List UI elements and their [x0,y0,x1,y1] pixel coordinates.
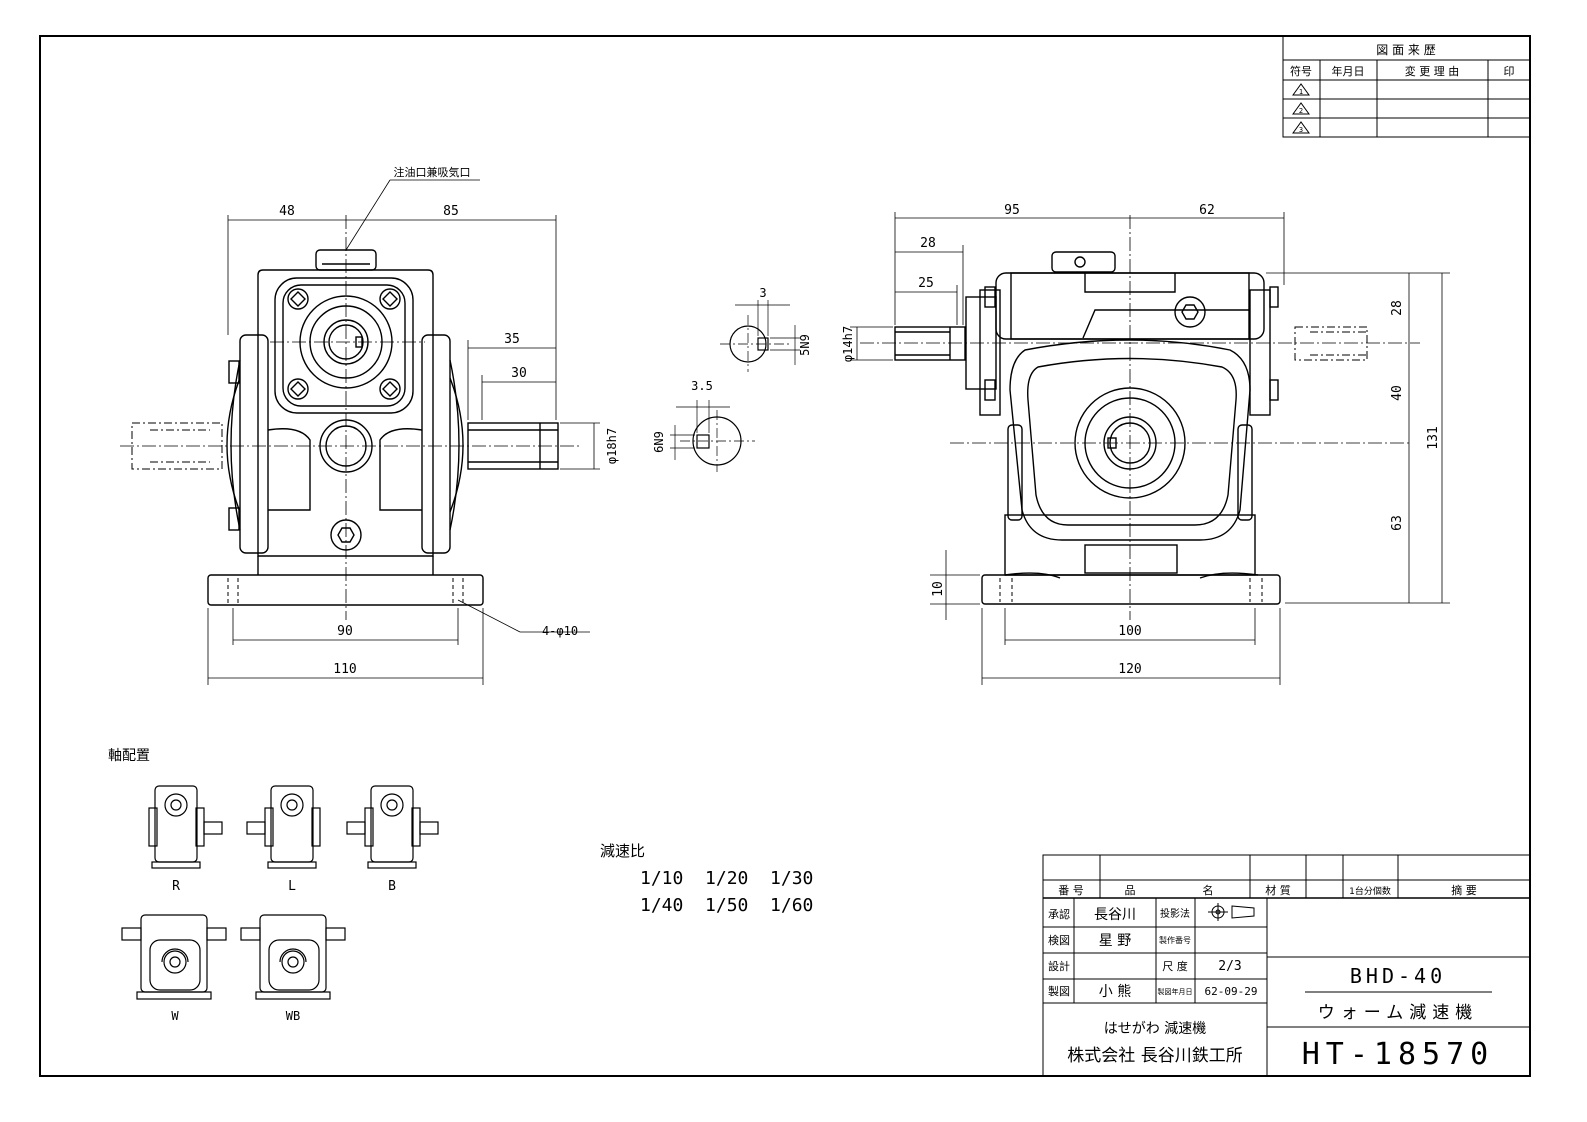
tb-projection-label: 投影法 [1160,907,1190,920]
dim-35: 35 [504,332,520,347]
arrangement-w-label: W [171,1009,179,1023]
tb-head-item: 品 [1125,884,1136,897]
tb-head-material: 材 質 [1265,883,1291,897]
arrangement-wb-icon [240,914,346,1000]
dim-10: 10 [931,581,946,597]
arrangement-r-label: R [172,879,180,894]
dim-110: 110 [333,662,356,677]
tb-model: BHD-40 [1350,964,1446,988]
side-phantom-shaft [1294,326,1368,361]
tb-product: ウォーム減速機 [1318,1003,1479,1023]
shaft-arrangement-title: 軸配置 [108,748,150,764]
tb-approve-label: 承認 [1048,907,1070,921]
key-sections [692,325,769,466]
revision-header-stamp: 印 [1504,65,1515,78]
ratio-row-1: 1/10 1/20 1/30 [640,868,813,889]
tb-scale-value: 2/3 [1218,959,1241,974]
revision-symbol-2: 2 [1299,107,1303,115]
dim-28-horiz: 28 [920,236,936,251]
key-centerlines [680,315,790,472]
dim-63: 63 [1390,515,1405,531]
tb-check-name: 星 野 [1099,933,1131,949]
dim-85: 85 [443,204,459,219]
dim-131: 131 [1426,426,1441,449]
ratio-row-2: 1/40 1/50 1/60 [640,895,813,916]
revision-table [1282,35,1531,138]
revision-title: 図 面 来 歴 [1376,43,1435,57]
front-centerlines [120,215,580,620]
dim-shaft-18: φ18h7 [605,428,619,464]
key-dimensions [670,300,800,460]
dim-90: 90 [337,624,353,639]
tb-design-label: 設計 [1048,959,1070,973]
key1-width: 3 [759,286,766,300]
dim-shaft-14: φ14h7 [841,326,855,362]
ratio-title: 減速比 [600,842,645,860]
dim-48: 48 [279,204,295,219]
arrangement-r-icon [148,785,223,869]
arrangement-wb-label: WB [286,1009,300,1023]
dim-100: 100 [1118,624,1141,639]
tb-check-label: 検図 [1048,933,1070,947]
tb-head-remarks: 摘 要 [1451,883,1477,897]
tb-scale-label: 尺 度 [1162,959,1188,973]
tb-serial-label: 製作番号 [1159,935,1191,945]
revision-header-symbol: 符号 [1290,65,1312,78]
dim-25: 25 [918,276,934,291]
tb-draft-label: 製図 [1048,984,1070,998]
tb-company: 株式会社 長谷川鉄工所 [1067,1046,1242,1066]
drawing-border [39,35,1531,1077]
tb-approve-name: 長谷川 [1094,907,1136,923]
front-dimensions [207,179,600,685]
arrangement-icons [121,785,439,1000]
tb-drawing-number: HT-18570 [1302,1037,1495,1072]
side-dimensions [850,212,1450,685]
dim-95: 95 [1004,203,1020,218]
arrangement-l-label: L [288,879,296,894]
revision-header-date: 年月日 [1332,64,1365,78]
dim-62: 62 [1199,203,1215,218]
title-block [1042,854,1531,1077]
tb-head-qty: 1台分個数 [1349,885,1391,897]
tb-date-value: 62-09-29 [1205,985,1258,998]
tb-date-label: 製図年月日 [1158,987,1193,996]
revision-symbol-3: 3 [1299,126,1303,134]
dim-30: 30 [511,366,527,381]
key2-width: 3.5 [691,379,713,393]
arrangement-l-icon [246,785,321,869]
tb-brand: はせがわ 減速機 [1104,1020,1206,1037]
dim-40: 40 [1390,385,1405,401]
side-centerlines [860,215,1420,620]
key2-tol: 6N9 [652,431,666,453]
tb-draft-name: 小 熊 [1099,984,1131,1000]
hole-note: 4-φ10 [542,624,578,638]
arrangement-w-icon [121,914,227,1000]
key1-tol: 5N9 [798,334,812,356]
front-view [207,249,559,606]
side-view [894,251,1281,605]
revision-header-reason: 変 更 理 由 [1405,64,1460,78]
dim-120: 120 [1118,662,1141,677]
tb-head-number: 番 号 [1058,884,1084,897]
oil-port-note: 注油口兼吸気口 [394,165,471,179]
dim-28-vert: 28 [1390,300,1405,316]
arrangement-b-label: B [388,879,396,894]
revision-symbol-1: 1 [1299,88,1303,96]
arrangement-b-icon [346,785,439,869]
tb-head-name: 名 [1203,883,1214,897]
